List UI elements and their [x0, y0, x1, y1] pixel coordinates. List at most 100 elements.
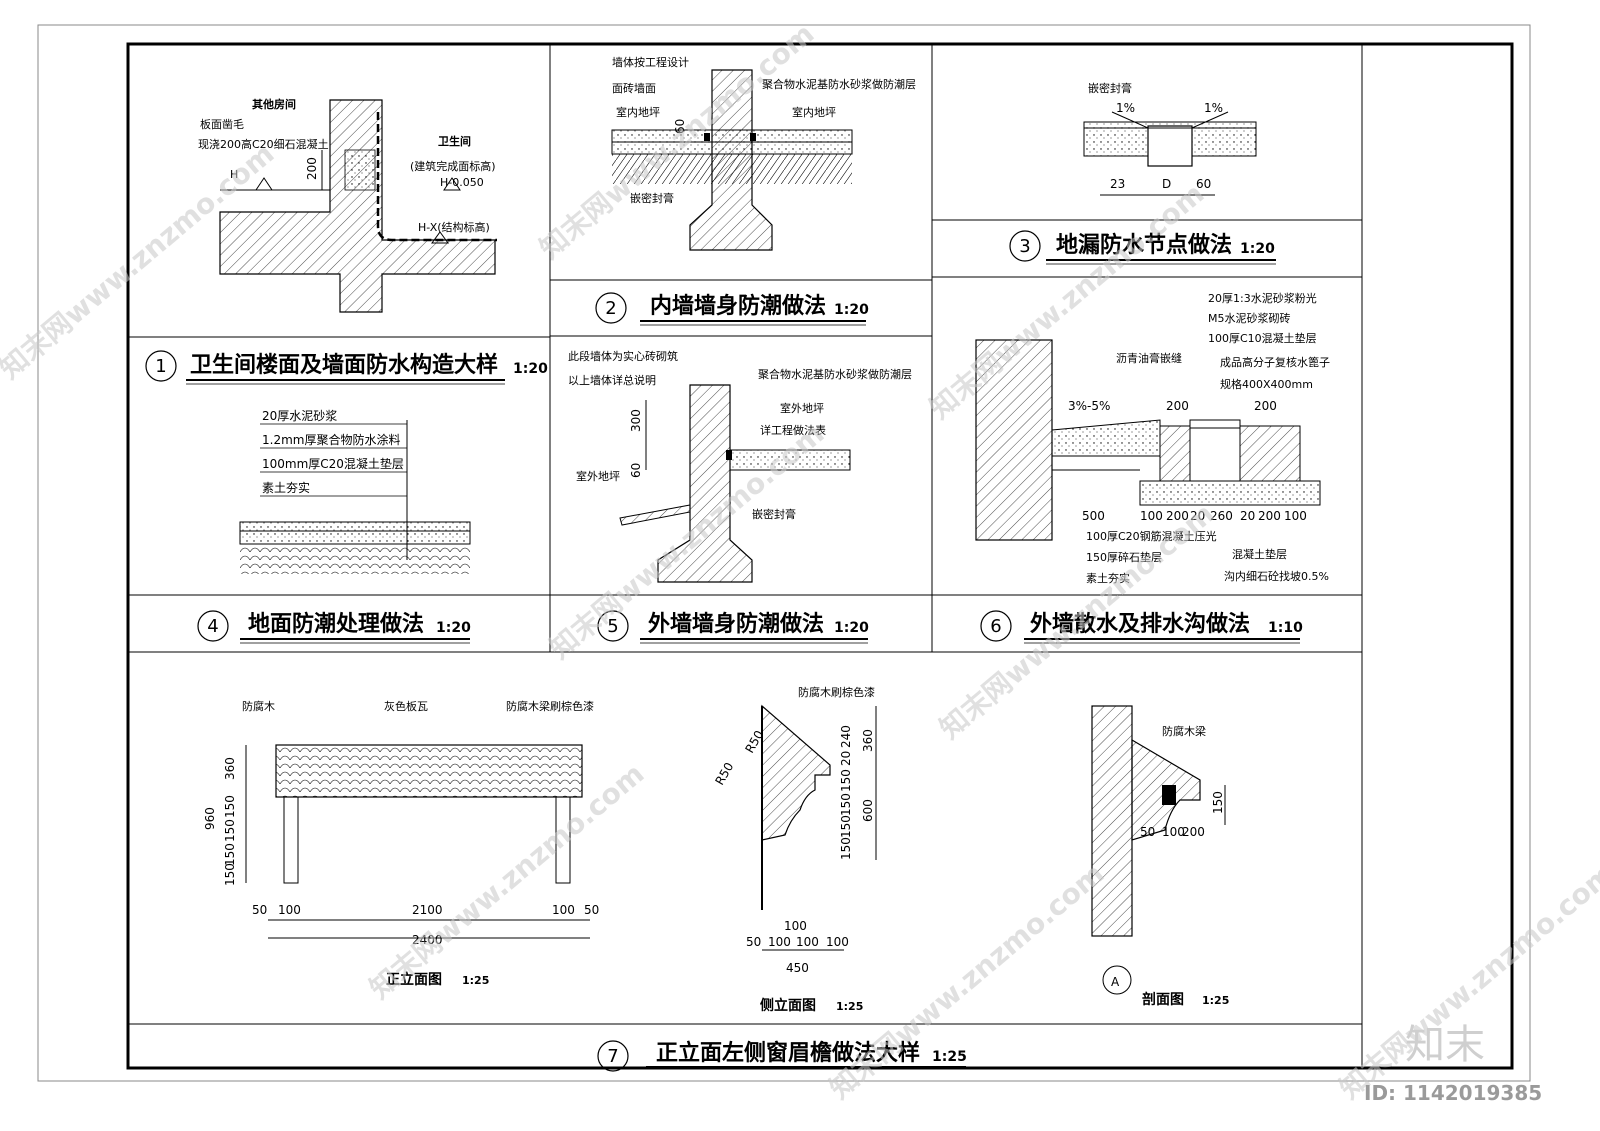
detail-5-title-text: 外墙墙身防潮做法: [648, 611, 824, 637]
caption: 侧立面图: [760, 997, 816, 1014]
caption: 剖面图: [1142, 991, 1184, 1008]
note: 60: [673, 119, 687, 134]
note: 150: [223, 795, 237, 818]
note: 防腐木梁: [1162, 724, 1206, 738]
detail-2-notes: 墙体按工程设计 面砖墙面 聚合物水泥基防水砂浆做防潮层 室内地坪 室内地坪 嵌密…: [612, 55, 916, 205]
note: 2100: [412, 903, 443, 917]
detail-6-title: 6 外墙散水及排水沟做法 1:10: [980, 610, 1303, 644]
note: 150: [223, 863, 237, 886]
note: 1%: [1116, 101, 1135, 115]
note: 现浇200高C20细石混凝土: [198, 137, 329, 151]
note: 嵌密封膏: [752, 507, 796, 521]
note: 200: [305, 157, 319, 180]
detail-5-notes: 此段墙体为实心砖砌筑 以上墙体详总说明 聚合物水泥基防水砂浆做防潮层 室外地坪 …: [568, 349, 912, 521]
note: 150: [839, 793, 853, 816]
detail-7-title: 7 正立面左侧窗眉檐做法大样 1:25: [597, 1040, 967, 1072]
note: 室外地坪: [576, 469, 620, 483]
note: 嵌密封膏: [630, 191, 674, 205]
detail-1-number: 1: [155, 356, 166, 377]
note: R50: [712, 760, 736, 787]
detail-1-scale: 1:20: [513, 361, 548, 377]
detail-7-scale: 1:25: [932, 1049, 967, 1065]
note: 150厚碎石垫层: [1086, 550, 1162, 564]
note: 规格400X400mm: [1220, 377, 1313, 391]
note: 100厚C20钢筋混凝土压光: [1086, 529, 1217, 543]
note: 260: [1210, 509, 1233, 523]
detail-3-notes: 嵌密封膏 1% 1% 23 D 60: [1088, 81, 1223, 191]
note: 50: [746, 935, 761, 949]
image-id-text: ID: 1142019385: [1364, 1081, 1542, 1105]
note: 100: [796, 935, 819, 949]
note: 100: [784, 919, 807, 933]
detail-6-number: 6: [990, 616, 1001, 637]
note: 200: [1166, 399, 1189, 413]
detail-3-title: 3 地漏防水节点做法 1:20: [1009, 230, 1276, 265]
note: 150: [839, 815, 853, 838]
detail-7-side-elevation: [761, 704, 877, 951]
note: H-0.050: [440, 176, 484, 189]
note: 嵌密封膏: [1088, 81, 1132, 95]
note: 100: [552, 903, 575, 917]
detail-7-section: [1091, 705, 1226, 995]
detail-3-scale: 1:20: [1240, 241, 1275, 257]
note: 150: [223, 819, 237, 842]
note: 60: [1196, 177, 1211, 191]
note: 其他房间: [252, 97, 296, 111]
note: 以上墙体详总说明: [568, 373, 656, 387]
note: 20: [839, 751, 853, 766]
detail-7-title-text: 正立面左侧窗眉檐做法大样: [656, 1040, 920, 1066]
note: 卫生间: [438, 134, 471, 148]
panel-grid: [128, 44, 1362, 1025]
detail-6-scale: 1:10: [1268, 620, 1303, 636]
note: 素土夯实: [1086, 571, 1130, 585]
note: 成品高分子复核水篦子: [1220, 355, 1330, 369]
note: 100: [1284, 509, 1307, 523]
detail-2-number: 2: [605, 298, 616, 319]
note: D: [1162, 177, 1171, 191]
note: 聚合物水泥基防水砂浆做防潮层: [758, 367, 912, 381]
detail-4-title-text: 地面防潮处理做法: [248, 611, 424, 637]
note: 100mm厚C20混凝土垫层: [262, 456, 404, 471]
note: 600: [861, 799, 875, 822]
note: 200: [1254, 399, 1277, 413]
detail-7-front-elevation: [245, 744, 590, 939]
note: 1%: [1204, 101, 1223, 115]
caption-scale: 1:25: [836, 1000, 863, 1013]
grid-axis-label: A: [1111, 975, 1120, 989]
note: 450: [786, 961, 809, 975]
note: 100: [768, 935, 791, 949]
note: 240: [839, 725, 853, 748]
note: 23: [1110, 177, 1125, 191]
detail-1-drawing: [219, 99, 497, 313]
note: 200: [1258, 509, 1281, 523]
note: 100: [1162, 825, 1185, 839]
note: 详工程做法表: [760, 423, 826, 437]
note: 室外地坪: [780, 401, 824, 415]
note: H: [230, 168, 238, 181]
note: 防腐木: [242, 699, 275, 713]
note: 此段墙体为实心砖砌筑: [568, 349, 678, 363]
note: 300: [629, 409, 643, 432]
note: 防腐木梁刷棕色漆: [506, 699, 594, 713]
brand-logo-text: 知末: [1405, 1022, 1485, 1068]
detail-3-drawing: [1083, 111, 1257, 196]
note: 50: [584, 903, 599, 917]
note: 50: [252, 903, 267, 917]
note: 150: [839, 769, 853, 792]
detail-3-title-text: 地漏防水节点做法: [1056, 232, 1232, 258]
note: 2400: [412, 933, 443, 947]
caption-scale: 1:25: [1202, 994, 1229, 1007]
detail-6-title-text: 外墙散水及排水沟做法: [1030, 611, 1250, 637]
note: 聚合物水泥基防水砂浆做防潮层: [762, 77, 916, 91]
note: 混凝土垫层: [1232, 547, 1287, 561]
detail-1-notes: 其他房间 板面凿毛 现浇200高C20细石混凝土 卫生间 (建筑完成面标高) H…: [198, 97, 496, 234]
note: 1.2mm厚聚合物防水涂料: [262, 432, 400, 447]
detail-5-number: 5: [607, 616, 618, 637]
note: 50: [1140, 825, 1155, 839]
note: 60: [629, 463, 643, 478]
detail-5-scale: 1:20: [834, 620, 869, 636]
detail-4-title: 4 地面防潮处理做法 1:20: [197, 610, 471, 644]
note: 960: [203, 807, 217, 830]
detail-6-drawing: [975, 339, 1321, 541]
